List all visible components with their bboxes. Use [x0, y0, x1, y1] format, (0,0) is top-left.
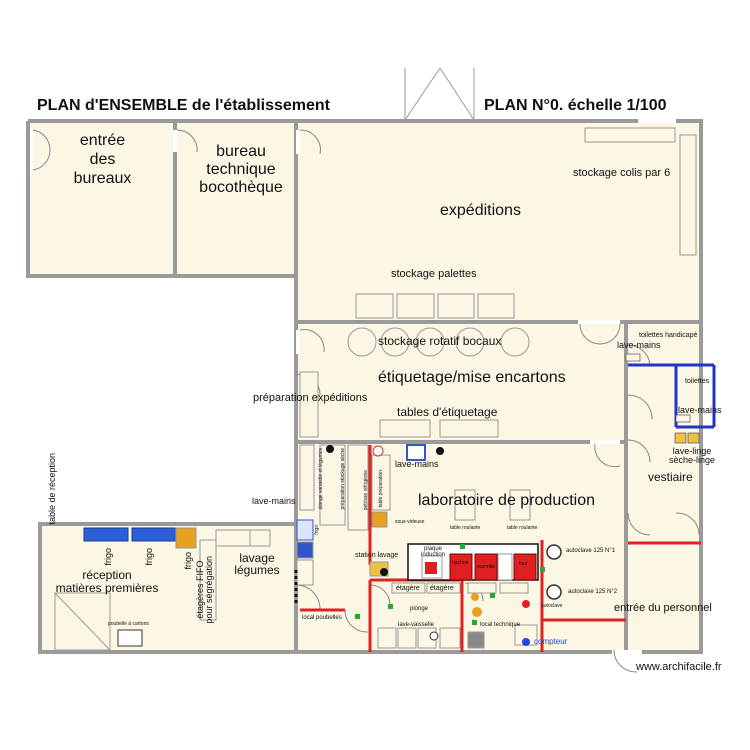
label-etagere-2: étagère [430, 585, 454, 592]
label-etageres-fifo: étagères FIFO pour ségrégation [195, 556, 214, 624]
label-vertical-3: pétrisse réfrigérée [363, 470, 369, 511]
room-bureau-technique: bureau technique bocothèque [199, 143, 283, 196]
label-local-poubelles: local poubelles [302, 615, 342, 621]
label-stockage-palettes: stockage palettes [391, 268, 477, 280]
label-four: four [519, 561, 528, 567]
label-compteur: compteur [534, 637, 568, 646]
label-lave-linge: lave-linge sèche-linge [668, 446, 716, 465]
label-table-roulante-1: table roulante [450, 525, 481, 531]
plan-title-right: PLAN N°0. échelle 1/100 [484, 97, 667, 114]
label-plaque-induction: plaque induction [420, 546, 446, 558]
room-etiquetage: étiquetage/mise encartons [378, 369, 566, 386]
label-lave-mains-3: lave-mains [395, 459, 439, 469]
label-lavage-legumes: lavage légumes [234, 551, 280, 577]
label-stockage-colis: stockage colis par 6 [573, 167, 671, 179]
label-lave-mains-1: lave-mains [617, 340, 661, 350]
label-tables-etiquetage: tables d'étiquetage [397, 405, 498, 419]
label-lave-mains-4: lave-mains [252, 496, 296, 506]
label-poubelle-cartons: poubelle à cartons [108, 621, 149, 627]
room-laboratoire: laboratoire de production [418, 492, 596, 509]
label-hachoir: hachoir [452, 560, 469, 566]
label-etagere-1: étagère [396, 585, 420, 592]
label-frigo-2: frigo [144, 548, 154, 566]
label-vertical-1: plonge vaisselle et légumes [318, 448, 324, 510]
label-autoclave-small: autoclave [541, 603, 563, 609]
label-table-preparation: table préparation [378, 470, 384, 508]
room-entree-bureaux: entrée des bureaux [73, 132, 132, 187]
room-expeditions: expéditions [440, 202, 521, 219]
label-table-roulante-2: table roulante [507, 525, 538, 531]
label-station-lavage: station lavage [355, 552, 399, 559]
plan-title-left: PLAN d'ENSEMBLE de l'établissement [37, 97, 330, 114]
label-toilettes-handicape: toilettes handicapé [639, 332, 698, 339]
watermark: www.archifacile.fr [636, 661, 722, 673]
label-local-technique: local technique [480, 622, 521, 628]
label-autoclave-2: autoclave 125 N°2 [568, 589, 618, 595]
label-lave-vaisselle: lave-vaisselle [398, 622, 435, 628]
label-vertical-2: préparation stockage sèche [340, 448, 346, 510]
main-entrance [404, 67, 475, 121]
label-lave-mains-2: lave-mains [678, 405, 722, 415]
label-frigo-1: frigo [103, 548, 113, 566]
label-preparation-expeditions: préparation expéditions [253, 392, 368, 404]
label-sous-videuse: sous-videuse [395, 519, 425, 525]
label-autoclave-1: autoclave 125 N°1 [566, 548, 616, 554]
label-stockage-rotatif: stockage rotatif bocaux [378, 334, 502, 348]
room-reception: réception matières premières [55, 568, 159, 595]
label-frigo-3: frigo [183, 552, 193, 570]
label-plonge: plonge [410, 606, 429, 612]
label-table-reception: table de réception [47, 453, 57, 525]
label-entree-personnel: entrée du personnel [614, 602, 712, 614]
label-vertical-4: frigo [314, 525, 320, 535]
label-marmite: marmite [477, 564, 496, 570]
label-toilettes: toilettes [685, 378, 710, 385]
room-vestiaire: vestiaire [648, 470, 693, 484]
